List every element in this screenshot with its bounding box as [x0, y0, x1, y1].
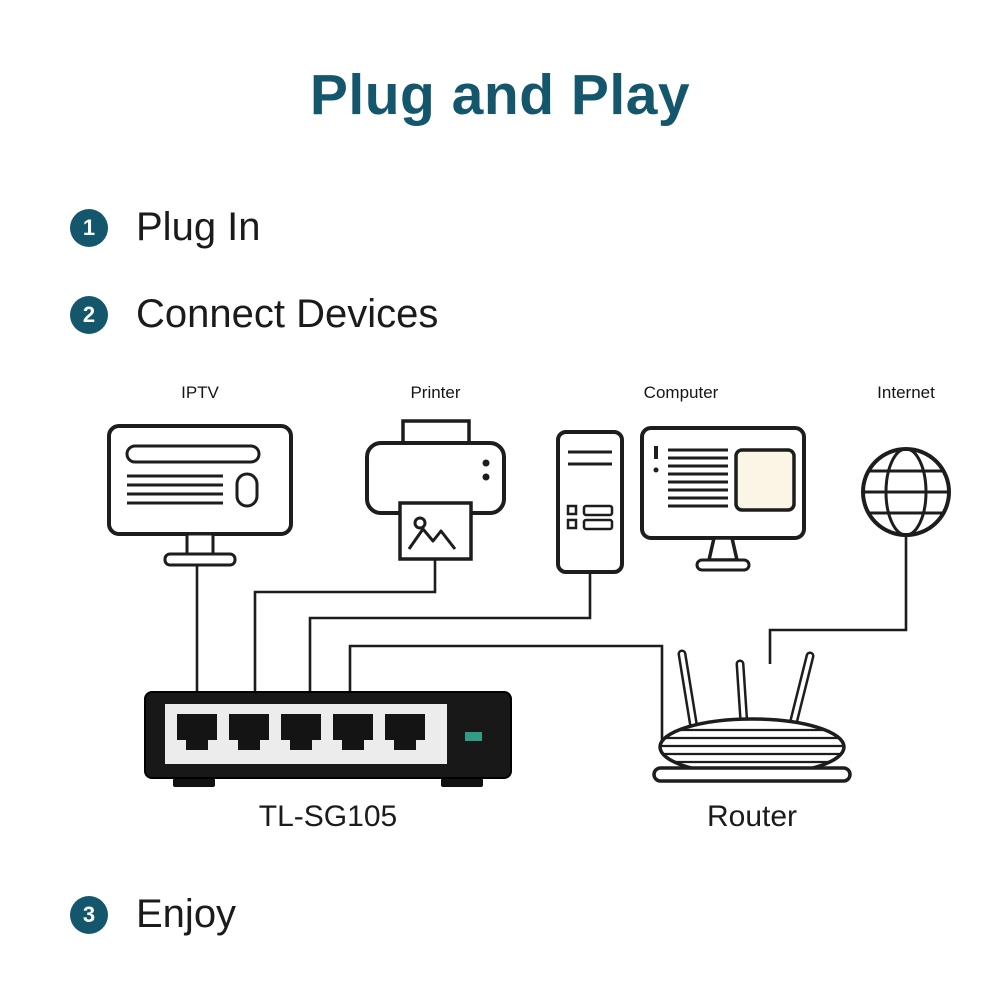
computer-monitor-icon [640, 426, 806, 572]
step-3-label: Enjoy [136, 892, 237, 936]
step-1-label: Plug In [136, 205, 261, 249]
computer-tower-icon [556, 430, 624, 574]
step-3-badge: 3 [70, 895, 108, 934]
switch-illustration [144, 691, 512, 787]
printer-label: Printer [410, 383, 461, 402]
line-computer-to-switch [308, 570, 592, 700]
internet-label: Internet [877, 383, 935, 402]
switch-ports [177, 714, 425, 750]
router-label: Router [706, 800, 798, 833]
router-illustration [652, 649, 852, 783]
page-title: Plug and Play [309, 63, 691, 127]
computer-label: Computer [643, 383, 719, 402]
step-1-badge: 1 [70, 208, 108, 247]
switch-model-label: TL-SG105 [258, 800, 398, 833]
router-antennas [677, 649, 815, 733]
internet-globe-icon [861, 447, 951, 537]
line-printer-to-switch [253, 552, 437, 700]
iptv-icon [107, 424, 293, 567]
printer-icon [365, 419, 506, 561]
step-2-label: Connect Devices [136, 292, 439, 336]
step-2-badge: 2 [70, 295, 108, 334]
step-1: 1 Plug In [70, 205, 261, 250]
step-2: 2 Connect Devices [70, 292, 438, 337]
step-3: 3 Enjoy [70, 892, 236, 937]
iptv-label: IPTV [181, 383, 219, 402]
switch-led [465, 732, 482, 741]
